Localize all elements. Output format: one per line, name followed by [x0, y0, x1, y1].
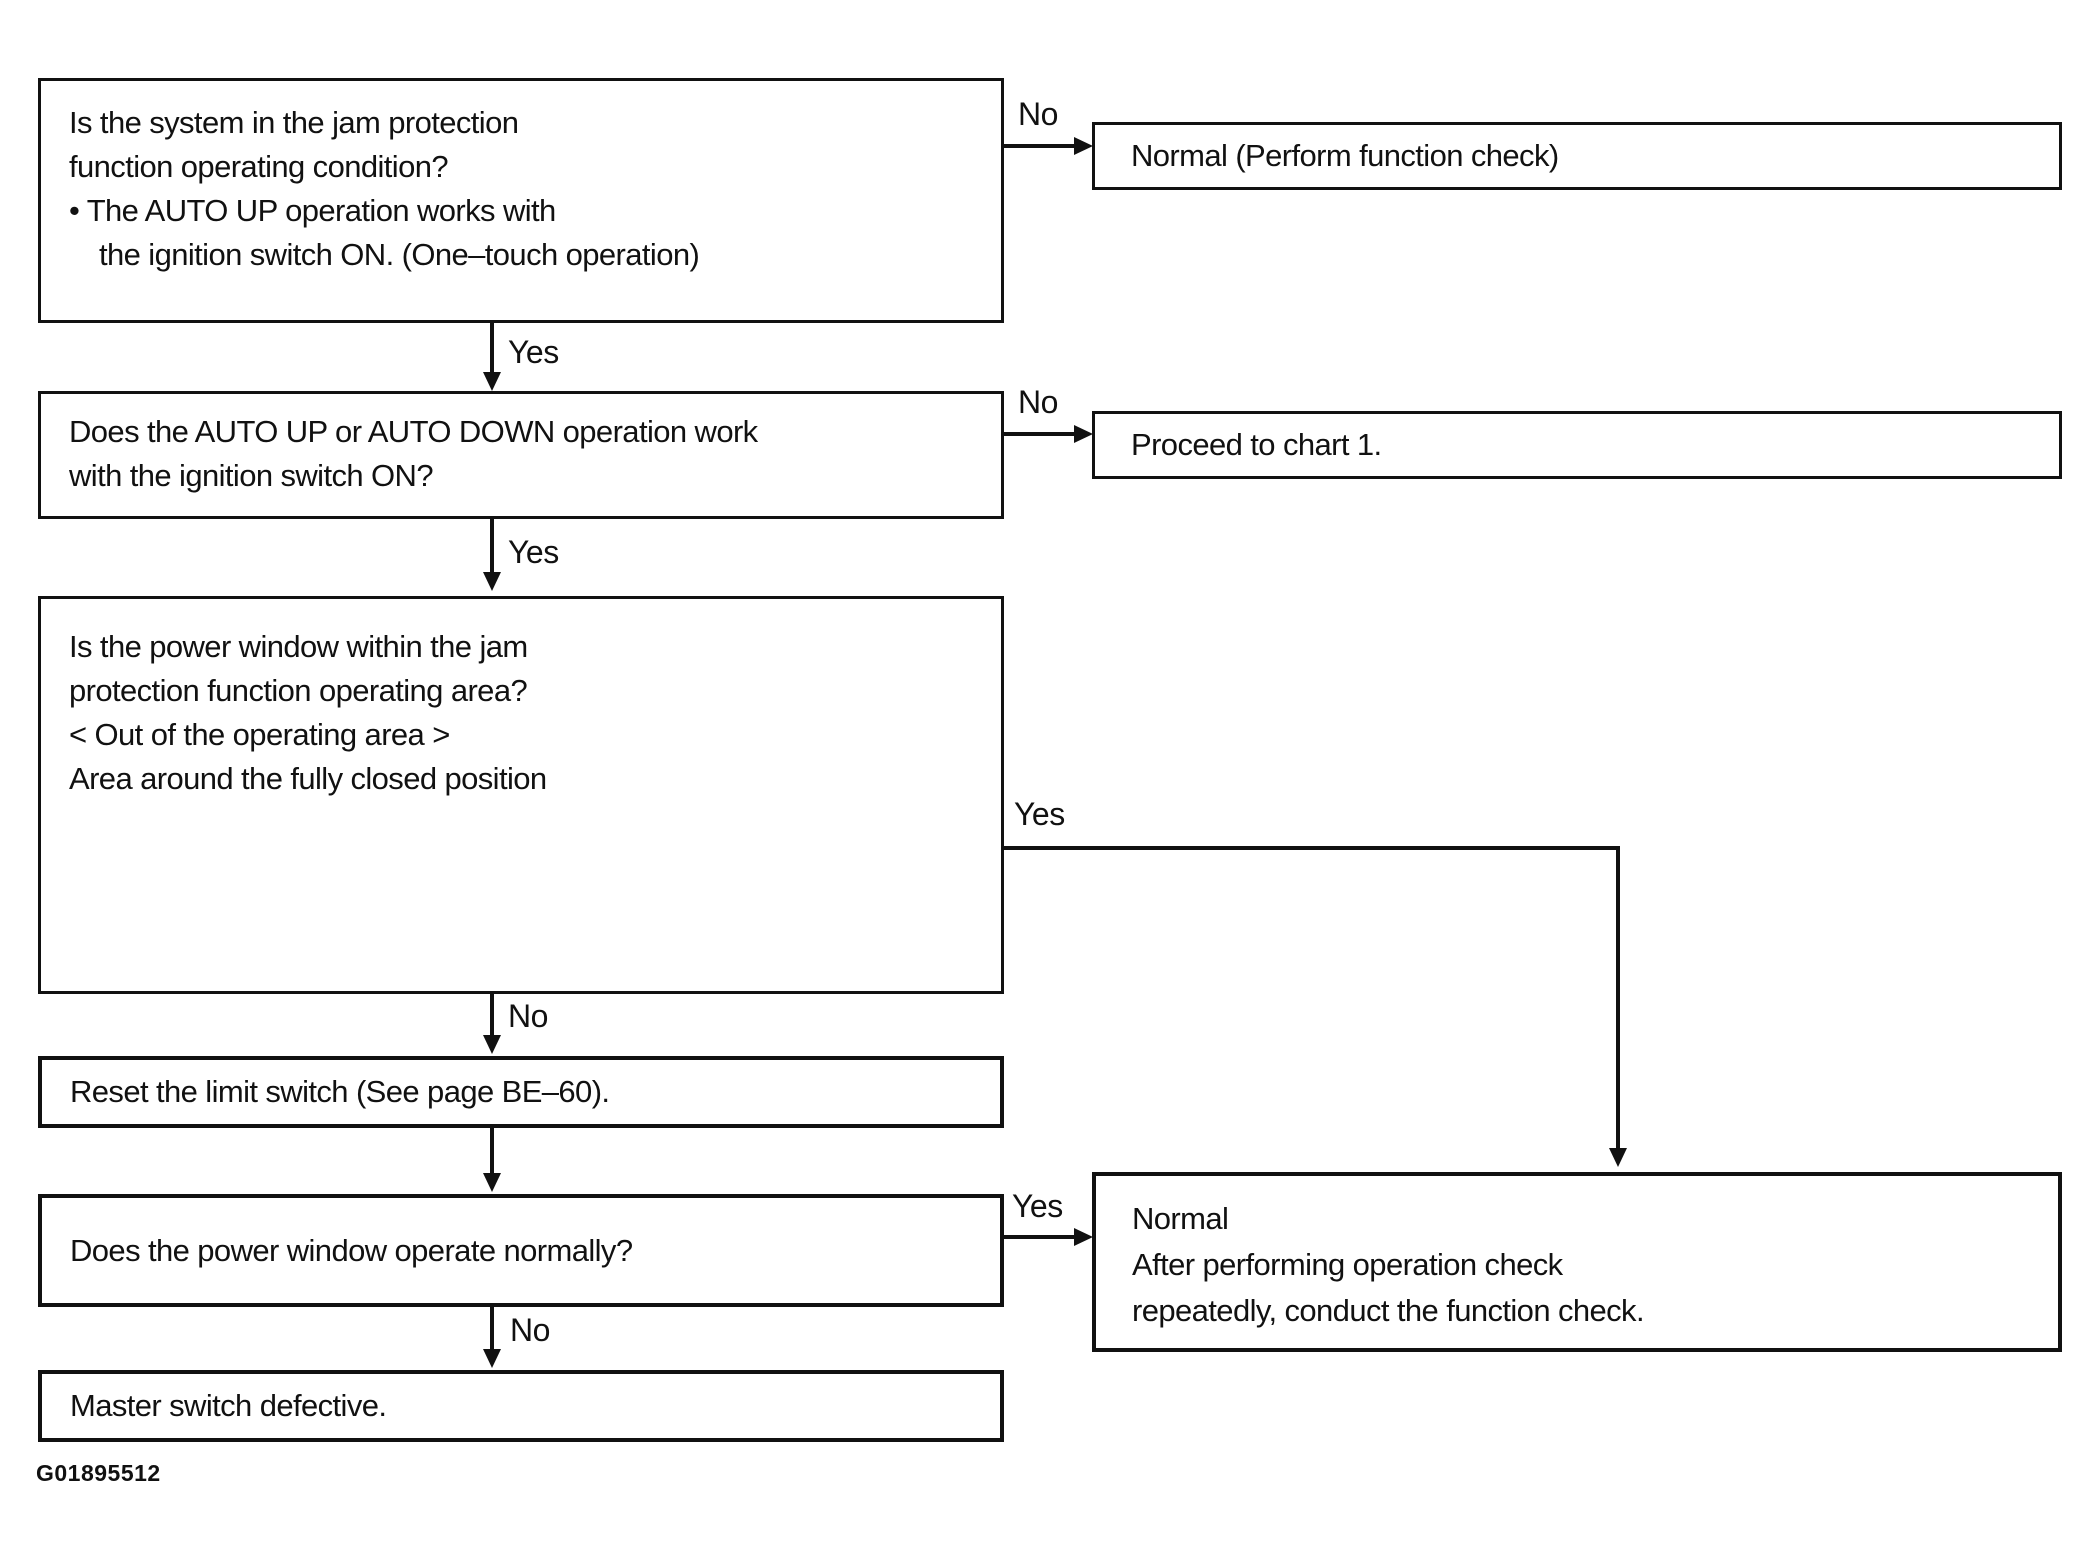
decision-text-line: Does the power window operate normally? — [70, 1232, 633, 1268]
result-box-normal-function-check: Normal (Perform function check) — [1092, 122, 2062, 190]
decision-text-line: function operating condition? — [69, 149, 449, 184]
figure-id: G01895512 — [36, 1460, 161, 1486]
decision-text-line: with the ignition switch ON? — [69, 458, 434, 493]
decision-text-line: Is the power window within the jam — [69, 629, 528, 664]
flow-line-q3-yes-horizontal — [1004, 846, 1620, 850]
decision-text-line: Area around the fully closed position — [69, 761, 547, 796]
result-box-proceed-chart-1: Proceed to chart 1. — [1092, 411, 2062, 479]
result-text: Normal (Perform function check) — [1131, 138, 1559, 173]
decision-text-line: the ignition switch ON. (One–touch opera… — [99, 237, 700, 272]
flow-line-q3-yes-vertical — [1616, 846, 1620, 1150]
edge-label-q1-yes: Yes — [508, 334, 559, 370]
flow-line-p4-q5 — [490, 1128, 494, 1178]
arrowhead-down-icon — [1609, 1148, 1627, 1167]
arrowhead-down-icon — [483, 372, 501, 391]
arrowhead-down-icon — [483, 572, 501, 591]
decision-box-auto-up-down: Does the AUTO UP or AUTO DOWN operation … — [38, 391, 1004, 519]
flow-line-q2-yes — [490, 519, 494, 577]
flow-line-q1-yes — [490, 323, 494, 377]
result-box-normal-after-operation-check: Normal After performing operation check … — [1092, 1172, 2062, 1352]
decision-box-jam-protection-condition: Is the system in the jam protection func… — [38, 78, 1004, 323]
arrowhead-right-icon — [1074, 1228, 1093, 1246]
result-text: Master switch defective. — [70, 1388, 387, 1423]
edge-label-q1-no: No — [1018, 96, 1058, 132]
decision-text-line: • The AUTO UP operation works with — [69, 193, 556, 228]
edge-label-q5-yes: Yes — [1012, 1188, 1063, 1224]
decision-box-operating-area: Is the power window within the jam prote… — [38, 596, 1004, 994]
edge-label-q2-no: No — [1018, 384, 1058, 420]
decision-text-line: Is the system in the jam protection — [69, 105, 519, 140]
arrowhead-right-icon — [1074, 425, 1093, 443]
process-text: Reset the limit switch (See page BE–60). — [70, 1074, 610, 1109]
edge-label-q2-yes: Yes — [508, 534, 559, 570]
flow-line-q5-yes — [1004, 1235, 1078, 1239]
flow-line-q2-no — [1004, 432, 1078, 436]
arrowhead-down-icon — [483, 1349, 501, 1368]
result-text: Proceed to chart 1. — [1131, 427, 1382, 462]
result-text-line: repeatedly, conduct the function check. — [1132, 1293, 1645, 1328]
decision-box-window-operates-normally: Does the power window operate normally? — [38, 1194, 1004, 1307]
arrowhead-down-icon — [483, 1035, 501, 1054]
process-box-reset-limit-switch: Reset the limit switch (See page BE–60). — [38, 1056, 1004, 1128]
flow-line-q1-no — [1004, 144, 1078, 148]
edge-label-q3-yes: Yes — [1014, 796, 1065, 832]
flow-line-q5-no — [490, 1307, 494, 1354]
decision-text-line: < Out of the operating area > — [69, 717, 450, 752]
flow-line-q3-no — [490, 994, 494, 1040]
result-box-master-switch-defective: Master switch defective. — [38, 1370, 1004, 1442]
result-text-line: After performing operation check — [1132, 1247, 1563, 1282]
arrowhead-right-icon — [1074, 137, 1093, 155]
decision-text-line: protection function operating area? — [69, 673, 528, 708]
arrowhead-down-icon — [483, 1173, 501, 1192]
edge-label-q3-no: No — [508, 998, 548, 1034]
result-text-line: Normal — [1132, 1201, 1229, 1236]
edge-label-q5-no: No — [510, 1312, 550, 1348]
decision-text-line: Does the AUTO UP or AUTO DOWN operation … — [69, 414, 758, 449]
